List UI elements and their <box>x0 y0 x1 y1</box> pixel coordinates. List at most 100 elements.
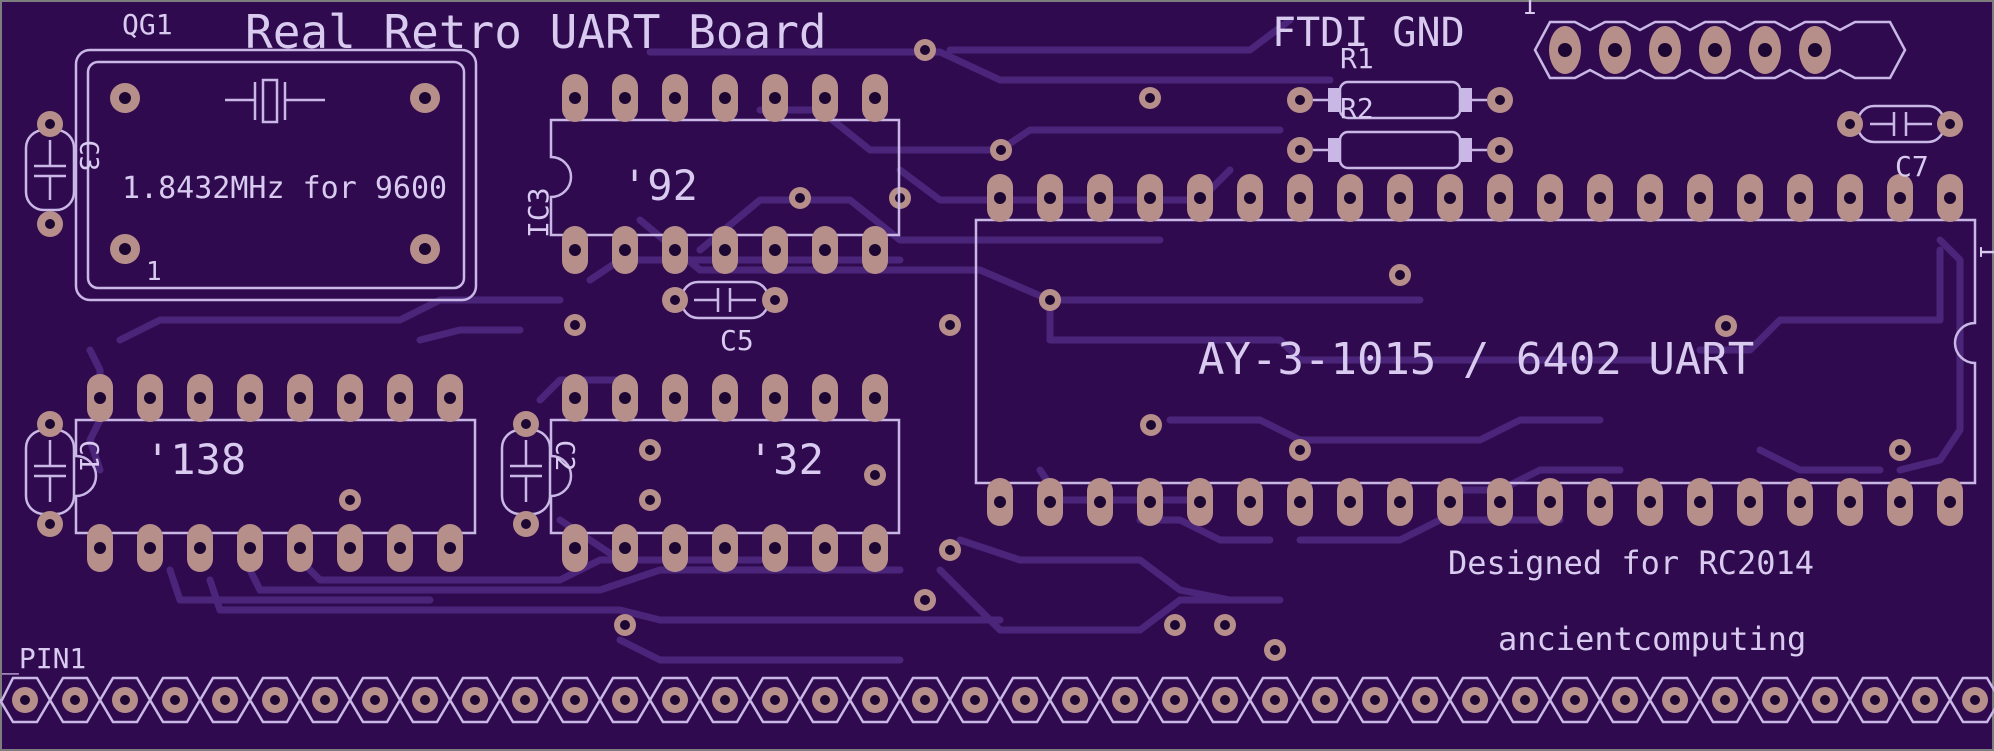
resistor-r2: R2 <box>1287 92 1513 170</box>
c3-ref: C3 <box>73 140 103 171</box>
bus-pin-hole <box>1170 695 1180 705</box>
ic92-pin-bottom-hole <box>869 244 881 256</box>
bus-pin-hole <box>1420 695 1430 705</box>
ic32-outline <box>549 418 901 535</box>
ic92-pin-bottom-hole <box>819 244 831 256</box>
uart-pin-top-hole <box>1544 192 1556 204</box>
c7-ref: C7 <box>1895 150 1929 183</box>
ic3-92: '92 IC3 <box>522 74 901 274</box>
r1-ref: R1 <box>1340 42 1374 75</box>
ic92-pin-top-hole <box>669 92 681 104</box>
ic32-pin-top-hole <box>769 392 781 404</box>
bus-pin-hole <box>1970 695 1980 705</box>
uart-pin-bottom-hole <box>1144 496 1156 508</box>
ic32-pin-top-hole <box>719 392 731 404</box>
capacitor-c7: C7 <box>1837 104 1963 183</box>
uart-pin-bottom-hole <box>1344 496 1356 508</box>
ic92-pin-bottom-hole <box>669 244 681 256</box>
ftdi-outline <box>1533 20 1907 80</box>
c2-ref: C2 <box>549 440 579 471</box>
ic138-pin-top-hole <box>94 392 106 404</box>
bus-pin-hole <box>1470 695 1480 705</box>
ic-32: '32 <box>549 374 901 572</box>
ic32-pin-bottom-hole <box>719 542 731 554</box>
ic138-pin-bottom-hole <box>394 542 406 554</box>
vias <box>339 39 1911 661</box>
capacitor-c2: C2 <box>500 411 579 537</box>
bus-pin-hole <box>970 695 980 705</box>
bus-label: _PIN1 <box>2 642 86 676</box>
ic138-pin-top-hole <box>244 392 256 404</box>
bus-pin-hole <box>1270 695 1280 705</box>
bus-pin-hole <box>1220 695 1230 705</box>
uart-outline <box>974 218 1977 485</box>
bus-pin-hole <box>1020 695 1030 705</box>
ic138-value: '138 <box>145 435 246 484</box>
uart-pin-bottom-hole <box>1094 496 1106 508</box>
uart-pin-top-hole <box>994 192 1006 204</box>
uart-pin-top-hole <box>1744 192 1756 204</box>
uart-pin-top-hole <box>1144 192 1156 204</box>
ic92-pin-top-hole <box>819 92 831 104</box>
crystal-inner-outline <box>86 60 466 290</box>
crystal-ref: QG1 <box>122 8 173 41</box>
bus-pin-hole <box>820 695 830 705</box>
uart-pin-top-hole <box>1844 192 1856 204</box>
uart-ref-fragment: 1 <box>1974 244 1994 258</box>
uart-pin-top-hole <box>1344 192 1356 204</box>
bus-pin-hole <box>70 695 80 705</box>
uart-pin-top-hole <box>1044 192 1056 204</box>
uart-pin-bottom-hole <box>1244 496 1256 508</box>
bus-pin-hole <box>620 695 630 705</box>
capacitor-c3: C3 <box>24 111 103 237</box>
ftdi-label: FTDI GND <box>1272 10 1465 56</box>
ic92-pin-top-hole <box>719 92 731 104</box>
uart-ay-3-1015: AY-3-1015 / 6402 UART 1 <box>974 174 1994 526</box>
ic32-pin-top-hole <box>669 392 681 404</box>
bus-pin-hole <box>720 695 730 705</box>
ic92-pin-top-hole <box>869 92 881 104</box>
bus-pin-hole <box>1570 695 1580 705</box>
ftdi-pin-hole <box>1658 43 1672 57</box>
ic32-pin-top-hole <box>619 392 631 404</box>
uart-pin-top-hole <box>1694 192 1706 204</box>
uart-pin-top-hole <box>1794 192 1806 204</box>
uart-pin-bottom-hole <box>1894 496 1906 508</box>
bus-pin-hole <box>1320 695 1330 705</box>
bus-pin-hole <box>670 695 680 705</box>
bus-pin-hole <box>220 695 230 705</box>
c1-ref: C1 <box>73 440 103 471</box>
bus-pin-hole <box>1070 695 1080 705</box>
ftdi-pin-hole <box>1608 43 1622 57</box>
ic32-value: '32 <box>748 435 824 484</box>
resistor-r1: R1 <box>1287 42 1513 120</box>
r2-ref: R2 <box>1340 92 1374 125</box>
ic138-pin-top-hole <box>444 392 456 404</box>
uart-pin-bottom-hole <box>1594 496 1606 508</box>
bus-pin-hole <box>470 695 480 705</box>
bus-pin-hole <box>770 695 780 705</box>
crystal-outline <box>74 48 478 302</box>
bus-pin-hole <box>1670 695 1680 705</box>
bus-pin-hole <box>1520 695 1530 705</box>
capacitor-c5: C5 <box>662 280 788 357</box>
bus-pin-hole <box>1120 695 1130 705</box>
crystal-symbol-icon <box>225 78 325 124</box>
ic32-pin-top-hole <box>569 392 581 404</box>
ic92-pin-top-hole <box>769 92 781 104</box>
ic32-pin-top-hole <box>869 392 881 404</box>
ftdi-pin1: 1 <box>1522 0 1536 20</box>
ic92-value: '92 <box>622 161 698 210</box>
uart-pin-top-hole <box>1444 192 1456 204</box>
uart-pin-top-hole <box>1944 192 1956 204</box>
bus-pin-hole <box>370 695 380 705</box>
footer-line1: Designed for RC2014 <box>1448 544 1814 582</box>
uart-pin-top-hole <box>1094 192 1106 204</box>
ic92-pin-bottom-hole <box>569 244 581 256</box>
uart-pin-top-hole <box>1294 192 1306 204</box>
ic32-pin-top-hole <box>819 392 831 404</box>
ic92-outline <box>549 118 901 237</box>
bus-pin-hole <box>420 695 430 705</box>
